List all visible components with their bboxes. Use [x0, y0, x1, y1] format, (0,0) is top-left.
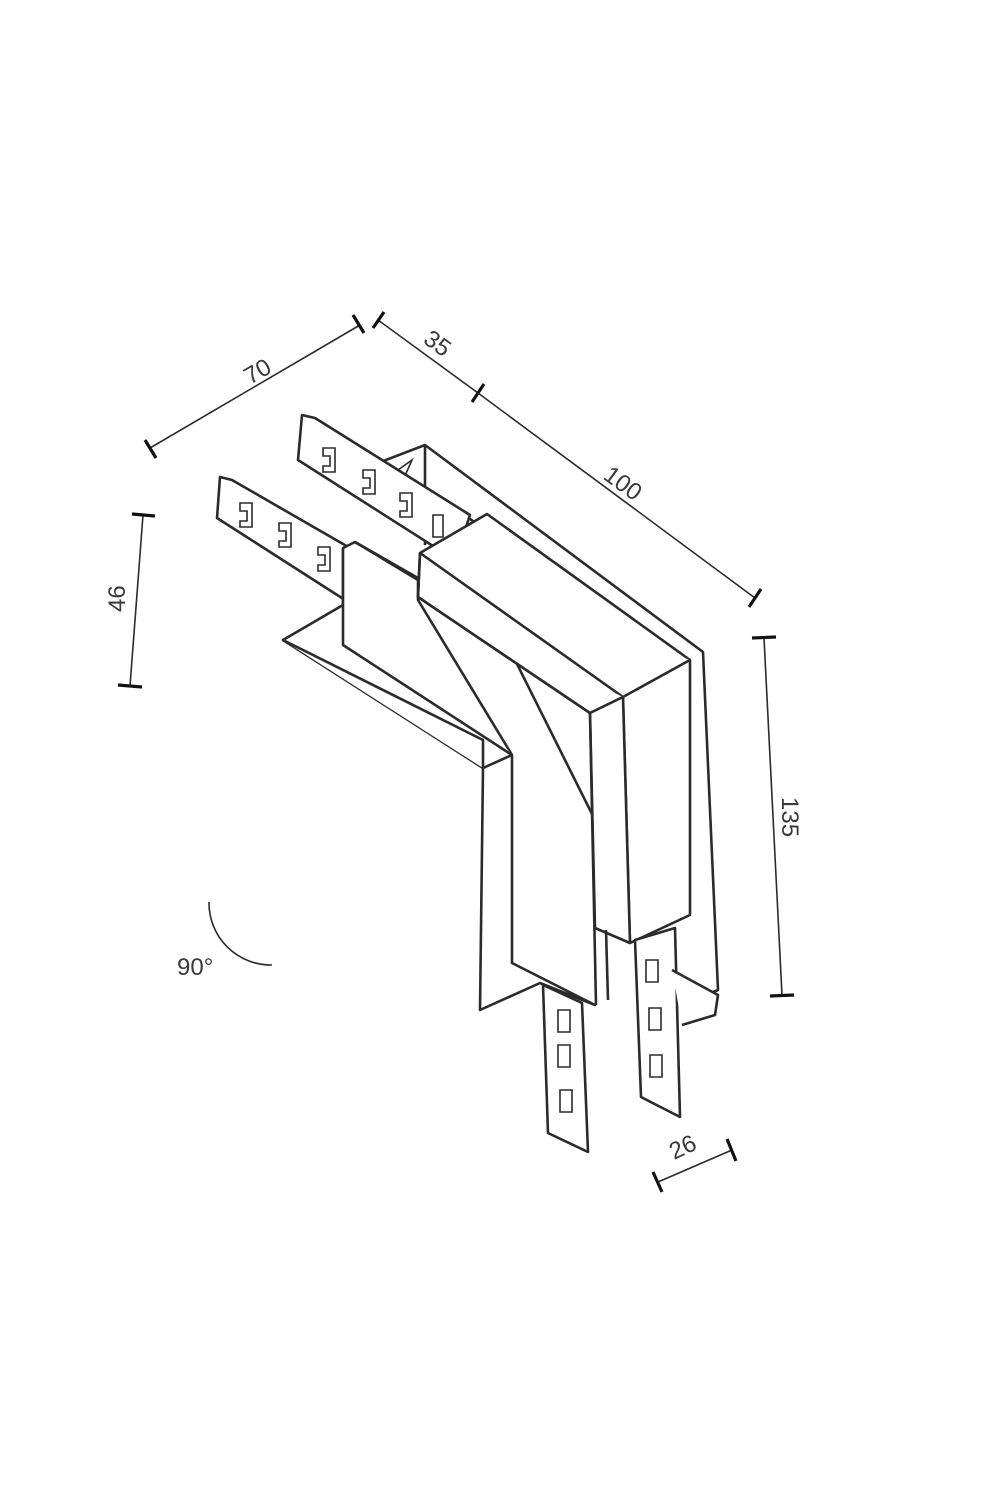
dimension-35: 35 [371, 311, 486, 403]
left-plate [281, 540, 597, 1012]
dim-label-100: 100 [598, 461, 646, 506]
dim-label-35: 35 [418, 325, 455, 363]
strip-contacts [239, 447, 444, 572]
contact-strip-bottom-right [633, 926, 720, 1119]
dim-label-46: 46 [104, 585, 131, 612]
front-box [416, 512, 692, 1006]
dim-label-70: 70 [240, 353, 277, 390]
dim-label-135: 135 [776, 797, 803, 837]
dimension-46: 46 [104, 512, 156, 689]
angle-label: 90° [177, 954, 213, 981]
contact-strip-bottom-left [541, 983, 590, 1154]
dim-label-26: 26 [665, 1130, 701, 1166]
dimension-26: 26 [651, 1130, 738, 1193]
angle-indicator: 90° [177, 901, 273, 981]
contact-strip-lower [215, 475, 352, 602]
dimension-135: 135 [751, 635, 803, 998]
